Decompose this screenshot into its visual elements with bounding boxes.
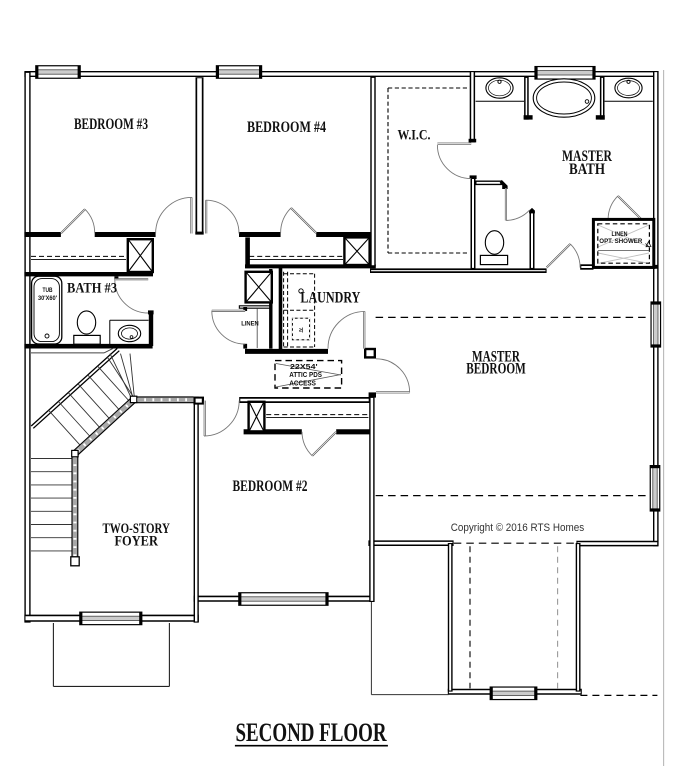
svg-text:BEDROOM #3: BEDROOM #3: [74, 116, 148, 133]
svg-text:TUB: TUB: [43, 287, 53, 294]
svg-text:OPT. SHOWER: OPT. SHOWER: [599, 238, 642, 245]
svg-text:≥|: ≥|: [299, 327, 304, 333]
svg-text:W.I.C.: W.I.C.: [398, 128, 431, 144]
svg-text:BATH #3: BATH #3: [67, 281, 117, 297]
svg-text:LINEN: LINEN: [612, 231, 628, 238]
svg-text:MASTER: MASTER: [562, 148, 613, 165]
svg-text:BEDROOM: BEDROOM: [466, 360, 526, 377]
svg-text:ACCESS: ACCESS: [289, 381, 316, 388]
svg-text:Copyright © 2016 RTS Homes: Copyright © 2016 RTS Homes: [451, 522, 585, 534]
svg-text:LAUNDRY: LAUNDRY: [300, 290, 360, 307]
svg-text:22X54': 22X54': [290, 364, 318, 371]
svg-text:MASTER: MASTER: [472, 348, 521, 365]
svg-text:BEDROOM #2: BEDROOM #2: [233, 478, 308, 495]
svg-text:BATH: BATH: [569, 161, 605, 178]
svg-text:FOYER: FOYER: [114, 534, 158, 550]
svg-text:LINEN: LINEN: [241, 322, 259, 328]
svg-text:ATTIC PDS: ATTIC PDS: [289, 372, 322, 379]
svg-text:30'X60': 30'X60': [38, 295, 57, 302]
svg-text:TWO-STORY: TWO-STORY: [102, 521, 170, 537]
svg-text:BEDROOM #4: BEDROOM #4: [247, 119, 326, 136]
svg-text:SECOND FLOOR: SECOND FLOOR: [236, 717, 388, 747]
